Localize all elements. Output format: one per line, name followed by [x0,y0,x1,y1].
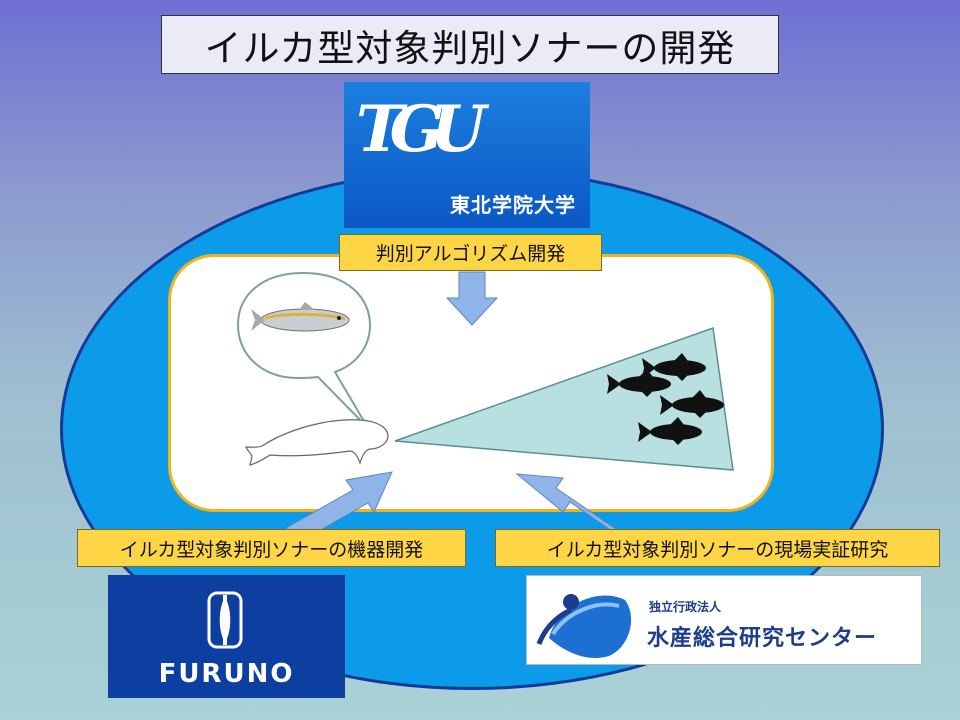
label-field-research: イルカ型対象判別ソナーの現場実証研究 [495,529,940,567]
fra-mark-icon [536,594,632,658]
fish-school-icon [607,353,724,445]
tgu-logo: TGU 東北学院大学 [344,82,590,228]
dolphin-icon [245,419,389,466]
label-algorithm-development: 判別アルゴリズム開発 [339,234,602,271]
fra-logo: 独立行政法人 水産総合研究センター [526,575,922,665]
furuno-logo: FURUNO [108,575,345,698]
arrow-icon [445,271,499,326]
thought-bubble [236,271,372,429]
furuno-mark-icon [207,591,243,649]
fra-type: 独立行政法人 [649,600,722,614]
fish-icon [251,302,350,332]
page-title: イルカ型対象判別ソナーの開発 [161,15,779,74]
fra-name: 水産総合研究センター [647,626,878,651]
tgu-mark: TGU [356,92,486,167]
tgu-name: 東北学院大学 [450,193,576,217]
furuno-name: FURUNO [158,659,295,689]
label-device-development: イルカ型対象判別ソナーの機器開発 [77,529,466,567]
